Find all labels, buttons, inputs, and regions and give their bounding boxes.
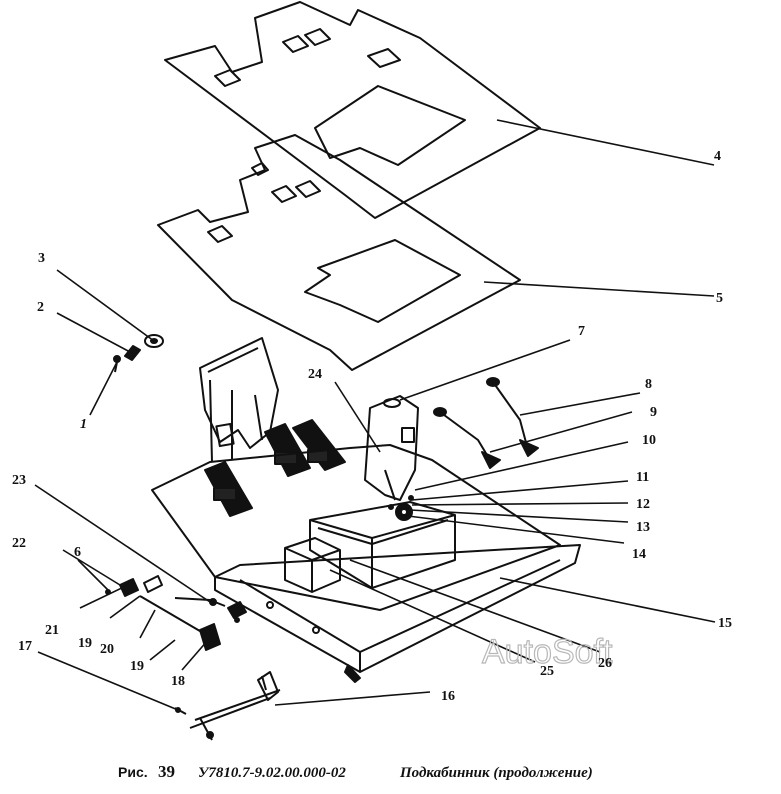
caption-fig-number: 39 — [158, 762, 175, 781]
floor-mat-upper — [164, 1, 541, 219]
callout-22: 22 — [12, 536, 26, 551]
callout-17: 17 — [18, 639, 32, 654]
callout-11: 11 — [636, 470, 649, 485]
callout-26: 26 — [598, 656, 612, 671]
control-post — [364, 395, 419, 501]
callout-5: 5 — [716, 291, 723, 306]
callout-19a: 19 — [78, 636, 92, 651]
leader-lines — [34, 119, 716, 711]
floor-plate — [151, 444, 561, 611]
fastener-parts — [113, 334, 164, 373]
callout-21: 21 — [45, 623, 59, 638]
callout-4: 4 — [714, 149, 721, 164]
callout-8: 8 — [645, 377, 652, 392]
callout-18: 18 — [171, 674, 185, 689]
callout-labels: 1 2 3 4 5 6 7 8 9 10 11 12 13 14 15 16 1… — [12, 149, 732, 704]
callout-3: 3 — [38, 251, 45, 266]
callout-6: 6 — [74, 545, 81, 560]
callout-16: 16 — [441, 689, 455, 704]
figure-caption: Рис. 39 У7810.7-9.02.00.000-02 Подкабинн… — [118, 762, 593, 781]
callout-12: 12 — [636, 497, 650, 512]
callout-19b: 19 — [130, 659, 144, 674]
callout-7: 7 — [578, 324, 585, 339]
yoke-shaft — [174, 671, 281, 741]
levers — [433, 377, 539, 469]
callout-9: 9 — [650, 405, 657, 420]
callout-25: 25 — [540, 664, 554, 679]
linkage-rods — [105, 575, 247, 651]
callout-10: 10 — [642, 433, 656, 448]
callout-14: 14 — [632, 547, 646, 562]
callout-2: 2 — [37, 300, 44, 315]
pedals — [204, 419, 346, 517]
caption-code: У7810.7-9.02.00.000-02 — [198, 765, 346, 781]
callout-24: 24 — [308, 367, 322, 382]
callout-1: 1 — [80, 417, 87, 432]
floor-mat-lower — [157, 134, 521, 371]
watermark-text: AutoSoft — [482, 633, 613, 671]
callout-13: 13 — [636, 520, 650, 535]
callout-20: 20 — [100, 642, 114, 657]
caption-fig-label: Рис. — [118, 764, 148, 780]
callout-15: 15 — [718, 616, 732, 631]
side-block — [284, 537, 341, 593]
callout-23: 23 — [12, 473, 26, 488]
pedal-bracket — [199, 337, 279, 463]
tray-box — [309, 501, 456, 589]
caption-title: Подкабинник (продолжение) — [399, 765, 593, 781]
base-frame — [214, 544, 581, 683]
